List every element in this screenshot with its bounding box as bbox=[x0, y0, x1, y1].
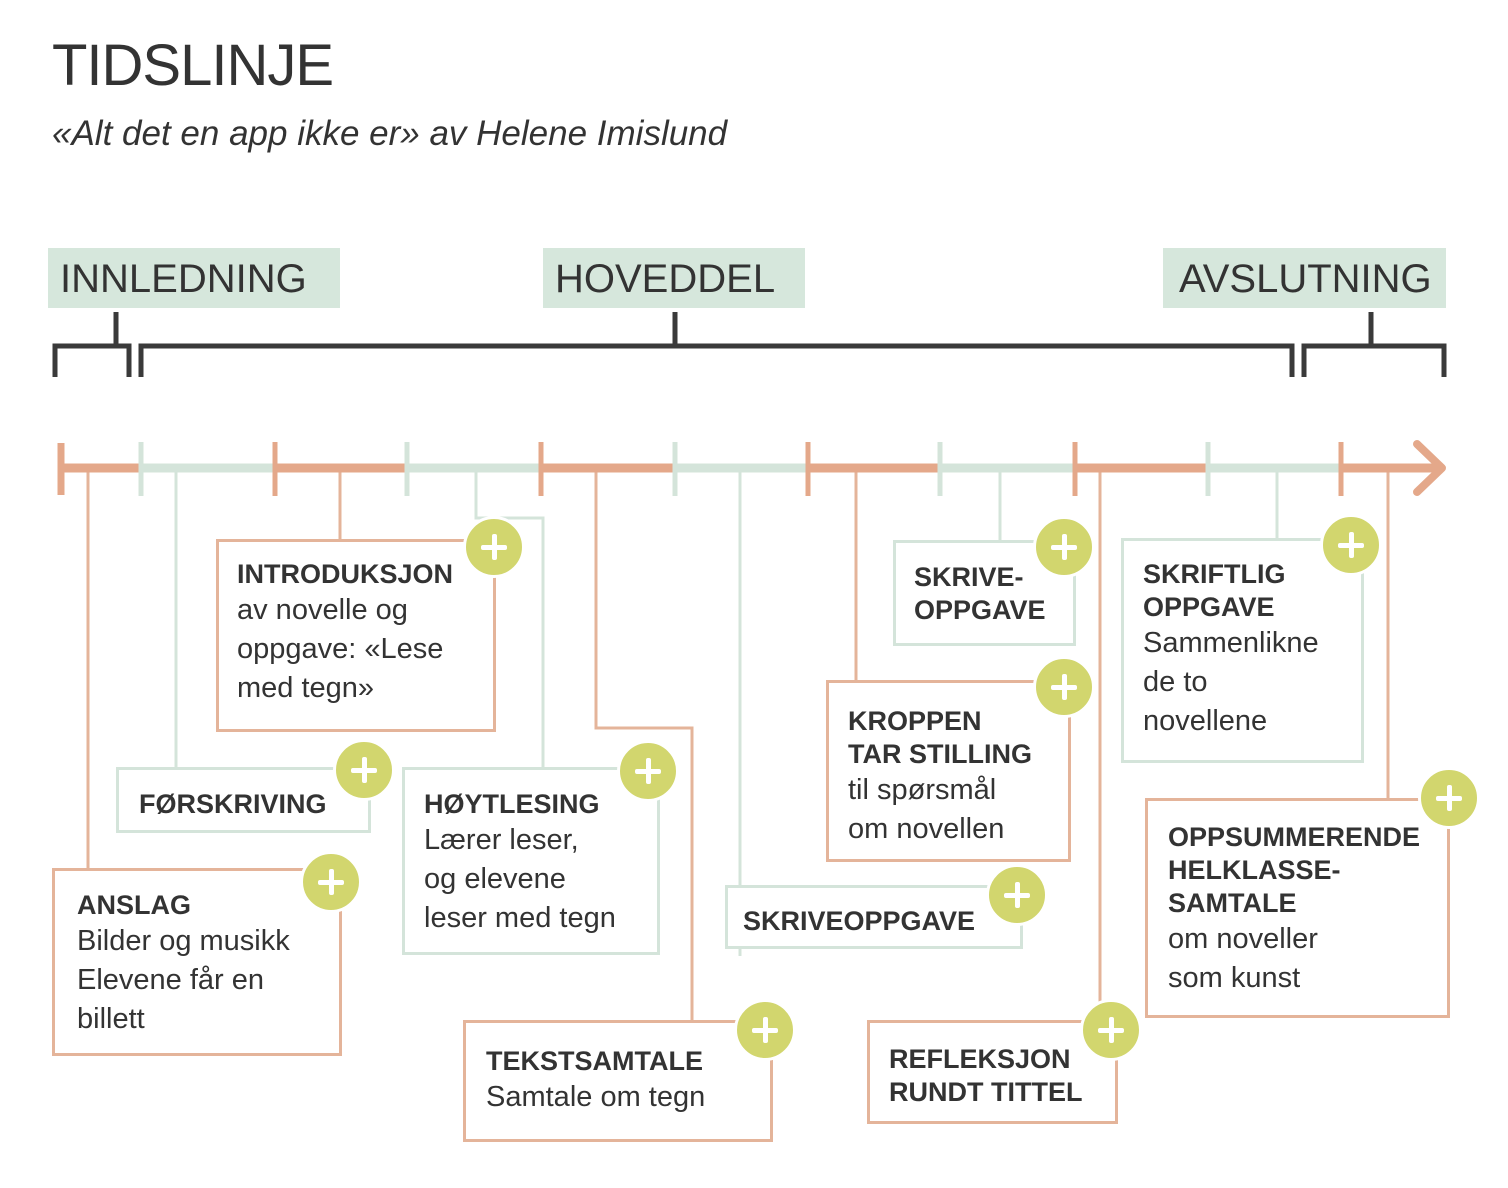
bracket-innledning bbox=[52, 312, 132, 377]
step-desc-line: de to bbox=[1143, 666, 1208, 698]
plus-icon[interactable] bbox=[333, 739, 395, 801]
connector-lines bbox=[86, 468, 1390, 1022]
step-desc-line: om noveller bbox=[1168, 923, 1318, 955]
step-title: ANSLAG bbox=[77, 890, 191, 920]
timeline-arrow-icon bbox=[1413, 440, 1446, 496]
plus-icon[interactable] bbox=[734, 999, 796, 1061]
plus-icon[interactable] bbox=[617, 740, 679, 802]
bracket-avslutning bbox=[1301, 312, 1447, 377]
step-title: SKRIFTLIG OPPGAVE bbox=[1143, 559, 1286, 622]
plus-icon[interactable] bbox=[1418, 767, 1480, 829]
page-subtitle: «Alt det en app ikke er» av Helene Imisl… bbox=[52, 114, 728, 153]
step-oppsummerende: OPPSUMMERENDE HELKLASSE- SAMTALE om nove… bbox=[1145, 798, 1450, 1018]
step-desc-line: Lærer leser, bbox=[424, 824, 579, 856]
phase-label-avslutning: AVSLUTNING bbox=[1163, 248, 1446, 308]
step-refleksjon: REFLEKSJON RUNDT TITTEL bbox=[867, 1020, 1118, 1124]
plus-icon[interactable] bbox=[986, 864, 1048, 926]
step-title: REFLEKSJON RUNDT TITTEL bbox=[889, 1044, 1083, 1107]
step-desc-line: om novellen bbox=[848, 813, 1005, 845]
phase-label-innledning: INNLEDNING bbox=[48, 248, 340, 308]
plus-icon[interactable] bbox=[1320, 514, 1382, 576]
connector-hoytlesing bbox=[474, 468, 545, 768]
step-title: HØYTLESING bbox=[424, 789, 600, 819]
step-desc-line: Elevene får en bbox=[77, 964, 265, 996]
step-skriveoppgave-1: SKRIVEOPPGAVE bbox=[725, 885, 1023, 949]
step-title: INTRODUKSJON bbox=[237, 559, 454, 589]
step-desc-line: som kunst bbox=[1168, 962, 1301, 994]
step-skriftlig: SKRIFTLIG OPPGAVE Sammenlikne de to nove… bbox=[1121, 538, 1364, 763]
step-kroppen: KROPPEN TAR STILLING til spørsmål om nov… bbox=[826, 680, 1071, 862]
step-title: FØRSKRIVING bbox=[139, 789, 327, 819]
step-introduksjon: INTRODUKSJON av novelle og oppgave: «Les… bbox=[216, 539, 496, 732]
step-desc-line: med tegn» bbox=[237, 672, 375, 704]
step-desc-line: til spørsmål bbox=[848, 774, 997, 806]
page-title: TIDSLINJE bbox=[52, 33, 334, 98]
step-desc-line: Samtale om tegn bbox=[486, 1081, 706, 1113]
step-title: KROPPEN TAR STILLING bbox=[848, 706, 1032, 769]
step-desc-line: og elevene bbox=[424, 863, 566, 895]
step-desc-line: oppgave: «Lese bbox=[237, 633, 444, 665]
step-anslag: ANSLAG Bilder og musikk Elevene får en b… bbox=[52, 868, 342, 1056]
step-title: SKRIVE- OPPGAVE bbox=[914, 562, 1046, 625]
step-desc-line: Bilder og musikk bbox=[77, 925, 290, 957]
phase-label-hoveddel: HOVEDDEL bbox=[543, 248, 805, 308]
connector-tekstsamtale bbox=[594, 468, 694, 1022]
step-forskriving: FØRSKRIVING bbox=[116, 767, 371, 833]
plus-icon[interactable] bbox=[1080, 999, 1142, 1061]
step-desc-line: novellene bbox=[1143, 705, 1268, 737]
plus-icon[interactable] bbox=[300, 851, 362, 913]
plus-icon[interactable] bbox=[1033, 516, 1095, 578]
step-title: TEKSTSAMTALE bbox=[486, 1046, 703, 1076]
step-tekstsamtale: TEKSTSAMTALE Samtale om tegn bbox=[463, 1020, 773, 1142]
plus-icon[interactable] bbox=[463, 516, 525, 578]
step-title: SKRIVEOPPGAVE bbox=[743, 906, 976, 936]
plus-icon[interactable] bbox=[1033, 656, 1095, 718]
step-title: OPPSUMMERENDE HELKLASSE- SAMTALE bbox=[1168, 822, 1421, 918]
phase-brackets bbox=[52, 312, 1447, 377]
step-desc-line: billett bbox=[77, 1003, 145, 1035]
bracket-hoveddel bbox=[138, 312, 1295, 377]
step-hoytlesing: HØYTLESING Lærer leser, og elevene leser… bbox=[402, 767, 660, 955]
timeline-ticks bbox=[57, 442, 1344, 496]
step-desc-line: Sammenlikne bbox=[1143, 627, 1319, 659]
step-desc-line: leser med tegn bbox=[424, 902, 616, 934]
step-desc-line: av novelle og bbox=[237, 594, 408, 626]
